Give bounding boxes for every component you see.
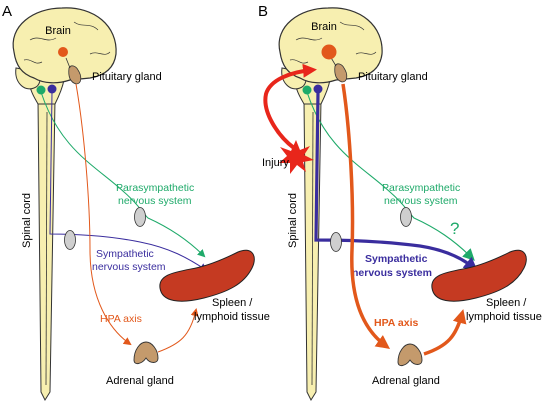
panel-a-adrenal-label: Adrenal gland bbox=[106, 375, 174, 387]
panel-b-spleen-label-2: lymphoid tissue bbox=[466, 311, 542, 323]
panel-b-sympathetic-label-1: Sympathetic bbox=[365, 253, 428, 265]
panel-a-parasympathetic-label-1: Parasympathetic bbox=[116, 182, 194, 194]
panel-a-pituitary-label: Pituitary gland bbox=[92, 71, 162, 83]
panel-a-spinal-canal bbox=[45, 111, 48, 386]
panel-a-parasympathetic-ganglion bbox=[134, 207, 146, 227]
panel-a-spleen-label-1: Spleen / bbox=[212, 297, 253, 309]
panel-b-spinal-canal bbox=[311, 111, 314, 386]
panel-b-injury-ascending-pathway bbox=[263, 63, 317, 150]
panel-b-sympathetic-ganglion bbox=[330, 232, 342, 252]
panel-a: A Brain Pituitary gland Spinal cord Para… bbox=[2, 3, 270, 402]
panel-a-sympathetic-ganglion bbox=[64, 230, 76, 250]
panel-b-parasympathetic-pathway bbox=[306, 91, 475, 261]
panel-b-hypothalamus-dot bbox=[321, 44, 337, 60]
panel-a-brain bbox=[12, 7, 117, 84]
panel-b-spinal-cord-label: Spinal cord bbox=[287, 193, 299, 248]
panel-a-sympathetic-nucleus-dot bbox=[47, 84, 57, 94]
panel-a-label: A bbox=[2, 3, 12, 20]
panel-b-parasympathetic-label-2: nervous system bbox=[384, 195, 458, 207]
panel-a-hpa-label: HPA axis bbox=[100, 313, 142, 325]
panel-a-vagal-nucleus-dot bbox=[36, 85, 46, 95]
panel-a-hypothalamus-dot bbox=[58, 47, 68, 57]
panel-a-spleen-label-2: lymphoid tissue bbox=[194, 311, 270, 323]
panel-b-spleen bbox=[431, 249, 527, 302]
panel-a-spleen bbox=[159, 249, 255, 302]
panel-a-parasympathetic-label-2: nervous system bbox=[118, 195, 192, 207]
panel-a-adrenal-gland bbox=[133, 341, 159, 365]
panel-b-pituitary-label: Pituitary gland bbox=[358, 71, 428, 83]
panel-a-hpa-pathway bbox=[75, 83, 132, 346]
panel-a-spinal-cord-label: Spinal cord bbox=[21, 193, 33, 248]
panel-b-sympathetic-label-2: nervous system bbox=[352, 267, 432, 279]
panel-a-brain-folds bbox=[23, 21, 111, 64]
panel-b-vagal-nucleus-dot bbox=[302, 85, 312, 95]
panel-a-adrenal-output-pathway bbox=[157, 308, 199, 353]
panel-b-adrenal-gland bbox=[397, 343, 423, 367]
panel-b-label: B bbox=[258, 3, 268, 20]
panel-b-parasympathetic-label-1: Parasympathetic bbox=[382, 182, 460, 194]
panel-b-brain-folds bbox=[289, 21, 377, 64]
panel-b-hpa-label: HPA axis bbox=[374, 317, 419, 329]
panel-b-injury-burst bbox=[279, 140, 314, 174]
panel-b: B Brain Pituitary gland Spinal cord Inju… bbox=[258, 3, 542, 402]
panel-b-injury-label: Injury bbox=[262, 157, 289, 169]
panel-a-pituitary-gland bbox=[68, 65, 82, 85]
panel-b-sympathetic-nucleus-dot bbox=[313, 84, 323, 94]
panel-b-adrenal-label: Adrenal gland bbox=[372, 375, 440, 387]
panel-a-brain-label: Brain bbox=[45, 25, 71, 37]
panel-b-question-mark: ? bbox=[450, 219, 459, 238]
panel-b-hpa-pathway bbox=[341, 83, 391, 349]
panel-a-sympathetic-label-1: Sympathetic bbox=[96, 248, 154, 260]
panel-a-sympathetic-label-2: nervous system bbox=[92, 261, 166, 273]
panel-b-adrenal-output-pathway bbox=[423, 309, 467, 356]
panel-b-pituitary-gland bbox=[334, 63, 348, 83]
panel-a-hypothalamus-stalk bbox=[65, 57, 71, 69]
panel-b-brain-label: Brain bbox=[311, 21, 337, 33]
panel-b-spleen-label-1: Spleen / bbox=[486, 297, 527, 309]
panel-b-parasympathetic-ganglion bbox=[400, 207, 412, 227]
panel-a-parasympathetic-pathway bbox=[40, 91, 206, 258]
